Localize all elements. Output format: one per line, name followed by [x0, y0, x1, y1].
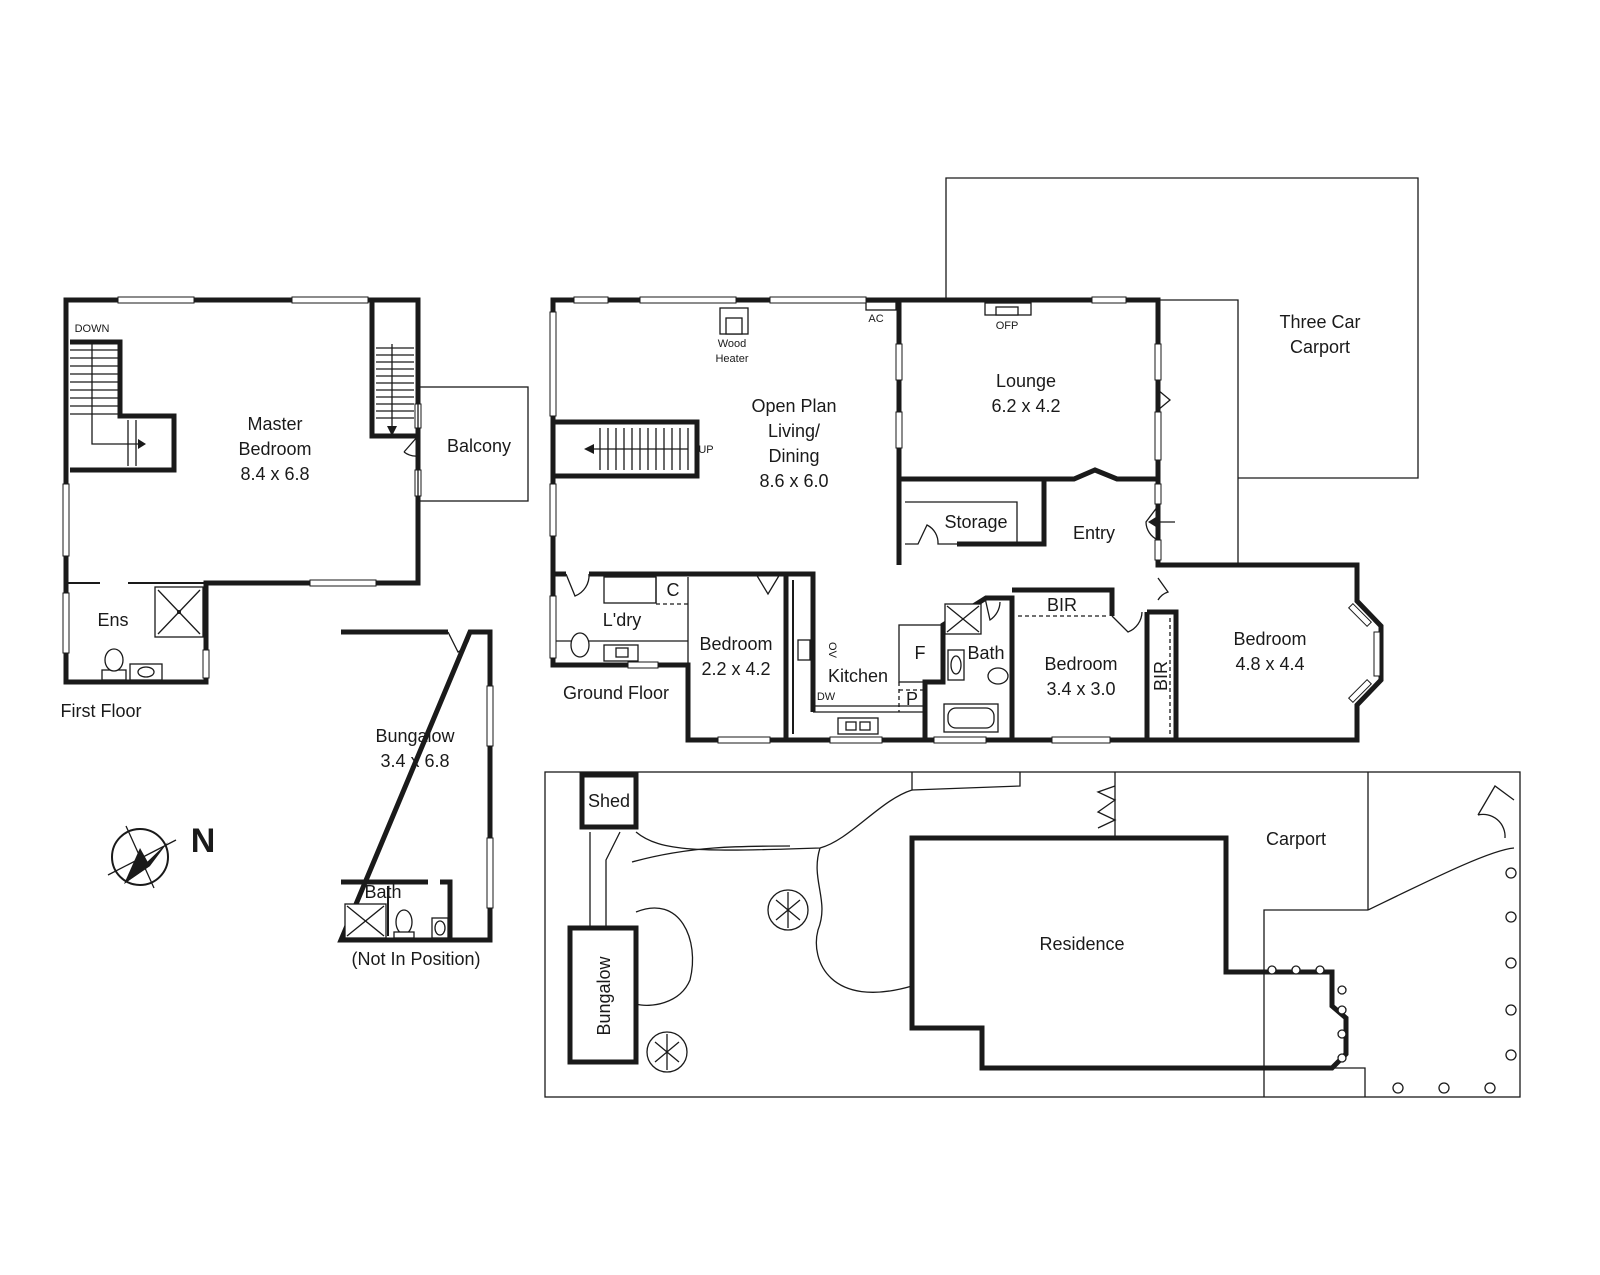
- site-plan: Shed Bungalow Residence Carport: [544, 771, 1521, 1098]
- carport-name-1: Three Car: [1279, 312, 1360, 332]
- ground-floor-title: Ground Floor: [563, 683, 669, 703]
- pantry-label: P: [906, 689, 918, 709]
- wood-heater-label-1: Wood: [718, 338, 747, 350]
- living-name-3: Dining: [768, 446, 819, 466]
- compass-n-label: N: [191, 822, 216, 860]
- master-bedroom-name-1: Master: [247, 414, 302, 434]
- bungalow-size: 3.4 x 6.8: [380, 751, 449, 771]
- stair-up-label: UP: [698, 444, 713, 456]
- living-name-1: Open Plan: [751, 396, 836, 416]
- site-bungalow-label: Bungalow: [594, 955, 614, 1035]
- bir-2-label: BIR: [1151, 661, 1171, 691]
- master-bedroom-name-2: Bedroom: [238, 439, 311, 459]
- first-floor-stair-right: [369, 300, 419, 457]
- bir-1-label: BIR: [1047, 595, 1077, 615]
- ac-label: AC: [868, 313, 883, 325]
- lounge-name: Lounge: [996, 371, 1056, 391]
- dishwasher-label: DW: [817, 691, 836, 703]
- balcony-label: Balcony: [447, 436, 511, 456]
- bungalow-plan: Bungalow 3.4 x 6.8 Bath (Not In Position…: [337, 629, 494, 969]
- wood-heater-label-2: Heater: [715, 353, 748, 365]
- oven-label: OV: [826, 642, 838, 659]
- site-residence-label: Residence: [1039, 934, 1124, 954]
- ensuite-label: Ens: [97, 610, 128, 630]
- bedroom-small-size: 2.2 x 4.2: [701, 659, 770, 679]
- first-floor-stair-left: [70, 339, 177, 473]
- bedroom-mid-size: 3.4 x 3.0: [1046, 679, 1115, 699]
- bedroom-small-name: Bedroom: [699, 634, 772, 654]
- cupboard-label: C: [667, 580, 680, 600]
- kitchen-label: Kitchen: [828, 666, 888, 686]
- ground-floor-plan: UP: [549, 177, 1419, 744]
- ofp-label: OFP: [996, 320, 1019, 332]
- ensuite-fixtures: [101, 586, 204, 681]
- first-floor-plan: DOWN: [61, 296, 529, 721]
- bedroom-mid-name: Bedroom: [1044, 654, 1117, 674]
- stair-down-label: DOWN: [75, 323, 110, 335]
- lounge-size: 6.2 x 4.2: [991, 396, 1060, 416]
- north-compass-icon: N: [107, 822, 216, 889]
- balcony-outline: [417, 386, 529, 502]
- ground-floor-windows: [549, 296, 1381, 744]
- bath-label: Bath: [967, 643, 1004, 663]
- storage-label: Storage: [944, 512, 1007, 532]
- master-bedroom-size: 8.4 x 6.8: [240, 464, 309, 484]
- shrub-icons: [1267, 867, 1517, 1094]
- fridge-label: F: [915, 643, 926, 663]
- bungalow-bath-label: Bath: [364, 882, 401, 902]
- site-shed-label: Shed: [588, 791, 630, 811]
- tree-icon: [646, 1031, 688, 1073]
- bungalow-note: (Not In Position): [351, 949, 480, 969]
- bedroom-large-size: 4.8 x 4.4: [1235, 654, 1304, 674]
- first-floor-title: First Floor: [61, 701, 142, 721]
- laundry-label: L'dry: [603, 610, 641, 630]
- bedroom-large-name: Bedroom: [1233, 629, 1306, 649]
- living-name-2: Living/: [768, 421, 820, 441]
- bungalow-name: Bungalow: [375, 726, 455, 746]
- entry-label: Entry: [1073, 523, 1115, 543]
- ground-floor-stair: [553, 419, 700, 479]
- carport-name-2: Carport: [1290, 337, 1350, 357]
- three-car-carport-outline: [945, 177, 1419, 565]
- tree-icon: [767, 889, 809, 931]
- living-size: 8.6 x 6.0: [759, 471, 828, 491]
- site-carport-label: Carport: [1266, 829, 1326, 849]
